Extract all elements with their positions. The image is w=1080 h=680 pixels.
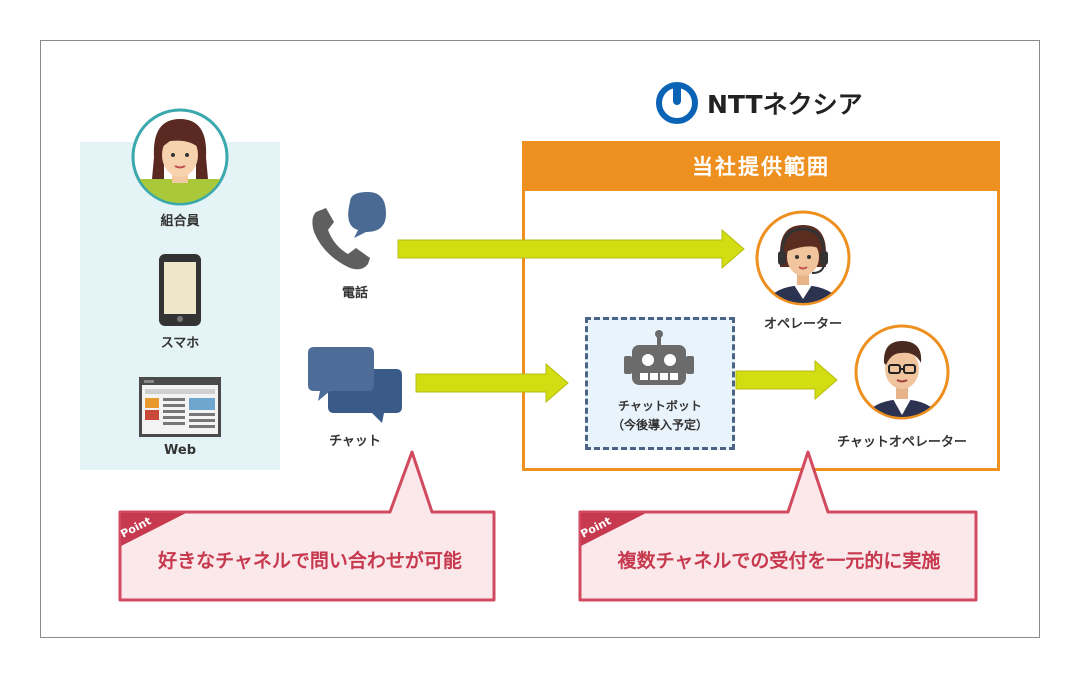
smartphone-label: スマホ [160,336,200,351]
scope-title: 当社提供範囲 [525,144,997,191]
smartphone-icon [159,254,201,326]
phone-label: 電話 [341,286,368,301]
arrow-chatbot-to-chat-operator [735,359,838,401]
member-avatar-icon [131,108,229,206]
operator-headset-icon [755,210,851,306]
member-label: 組合員 [160,214,200,229]
chat-operator-icon [854,324,950,420]
web-browser-icon [139,377,221,437]
arrow-phone-to-operator [397,228,745,270]
chatbot-note: （今後導入予定） [611,418,708,432]
callout-left-text: 好きなチャネルで問い合わせが可能 [158,550,462,572]
phone-icon [312,192,386,270]
chat-label: チャット [329,434,381,449]
chat-operator-label: チャットオペレーター [837,435,967,450]
robot-icon [624,330,694,385]
chat-bubbles-icon [308,347,402,423]
brand-name: NTTネクシア [707,90,863,119]
arrow-chat-to-chatbot [415,362,569,404]
operator-label: オペレーター [763,317,842,332]
chatbot-label: チャットボット [618,399,702,413]
web-label: Web [164,443,196,458]
ntt-logo-icon [656,82,698,124]
callout-right-text: 複数チャネルでの受付を一元的に実施 [617,550,941,572]
